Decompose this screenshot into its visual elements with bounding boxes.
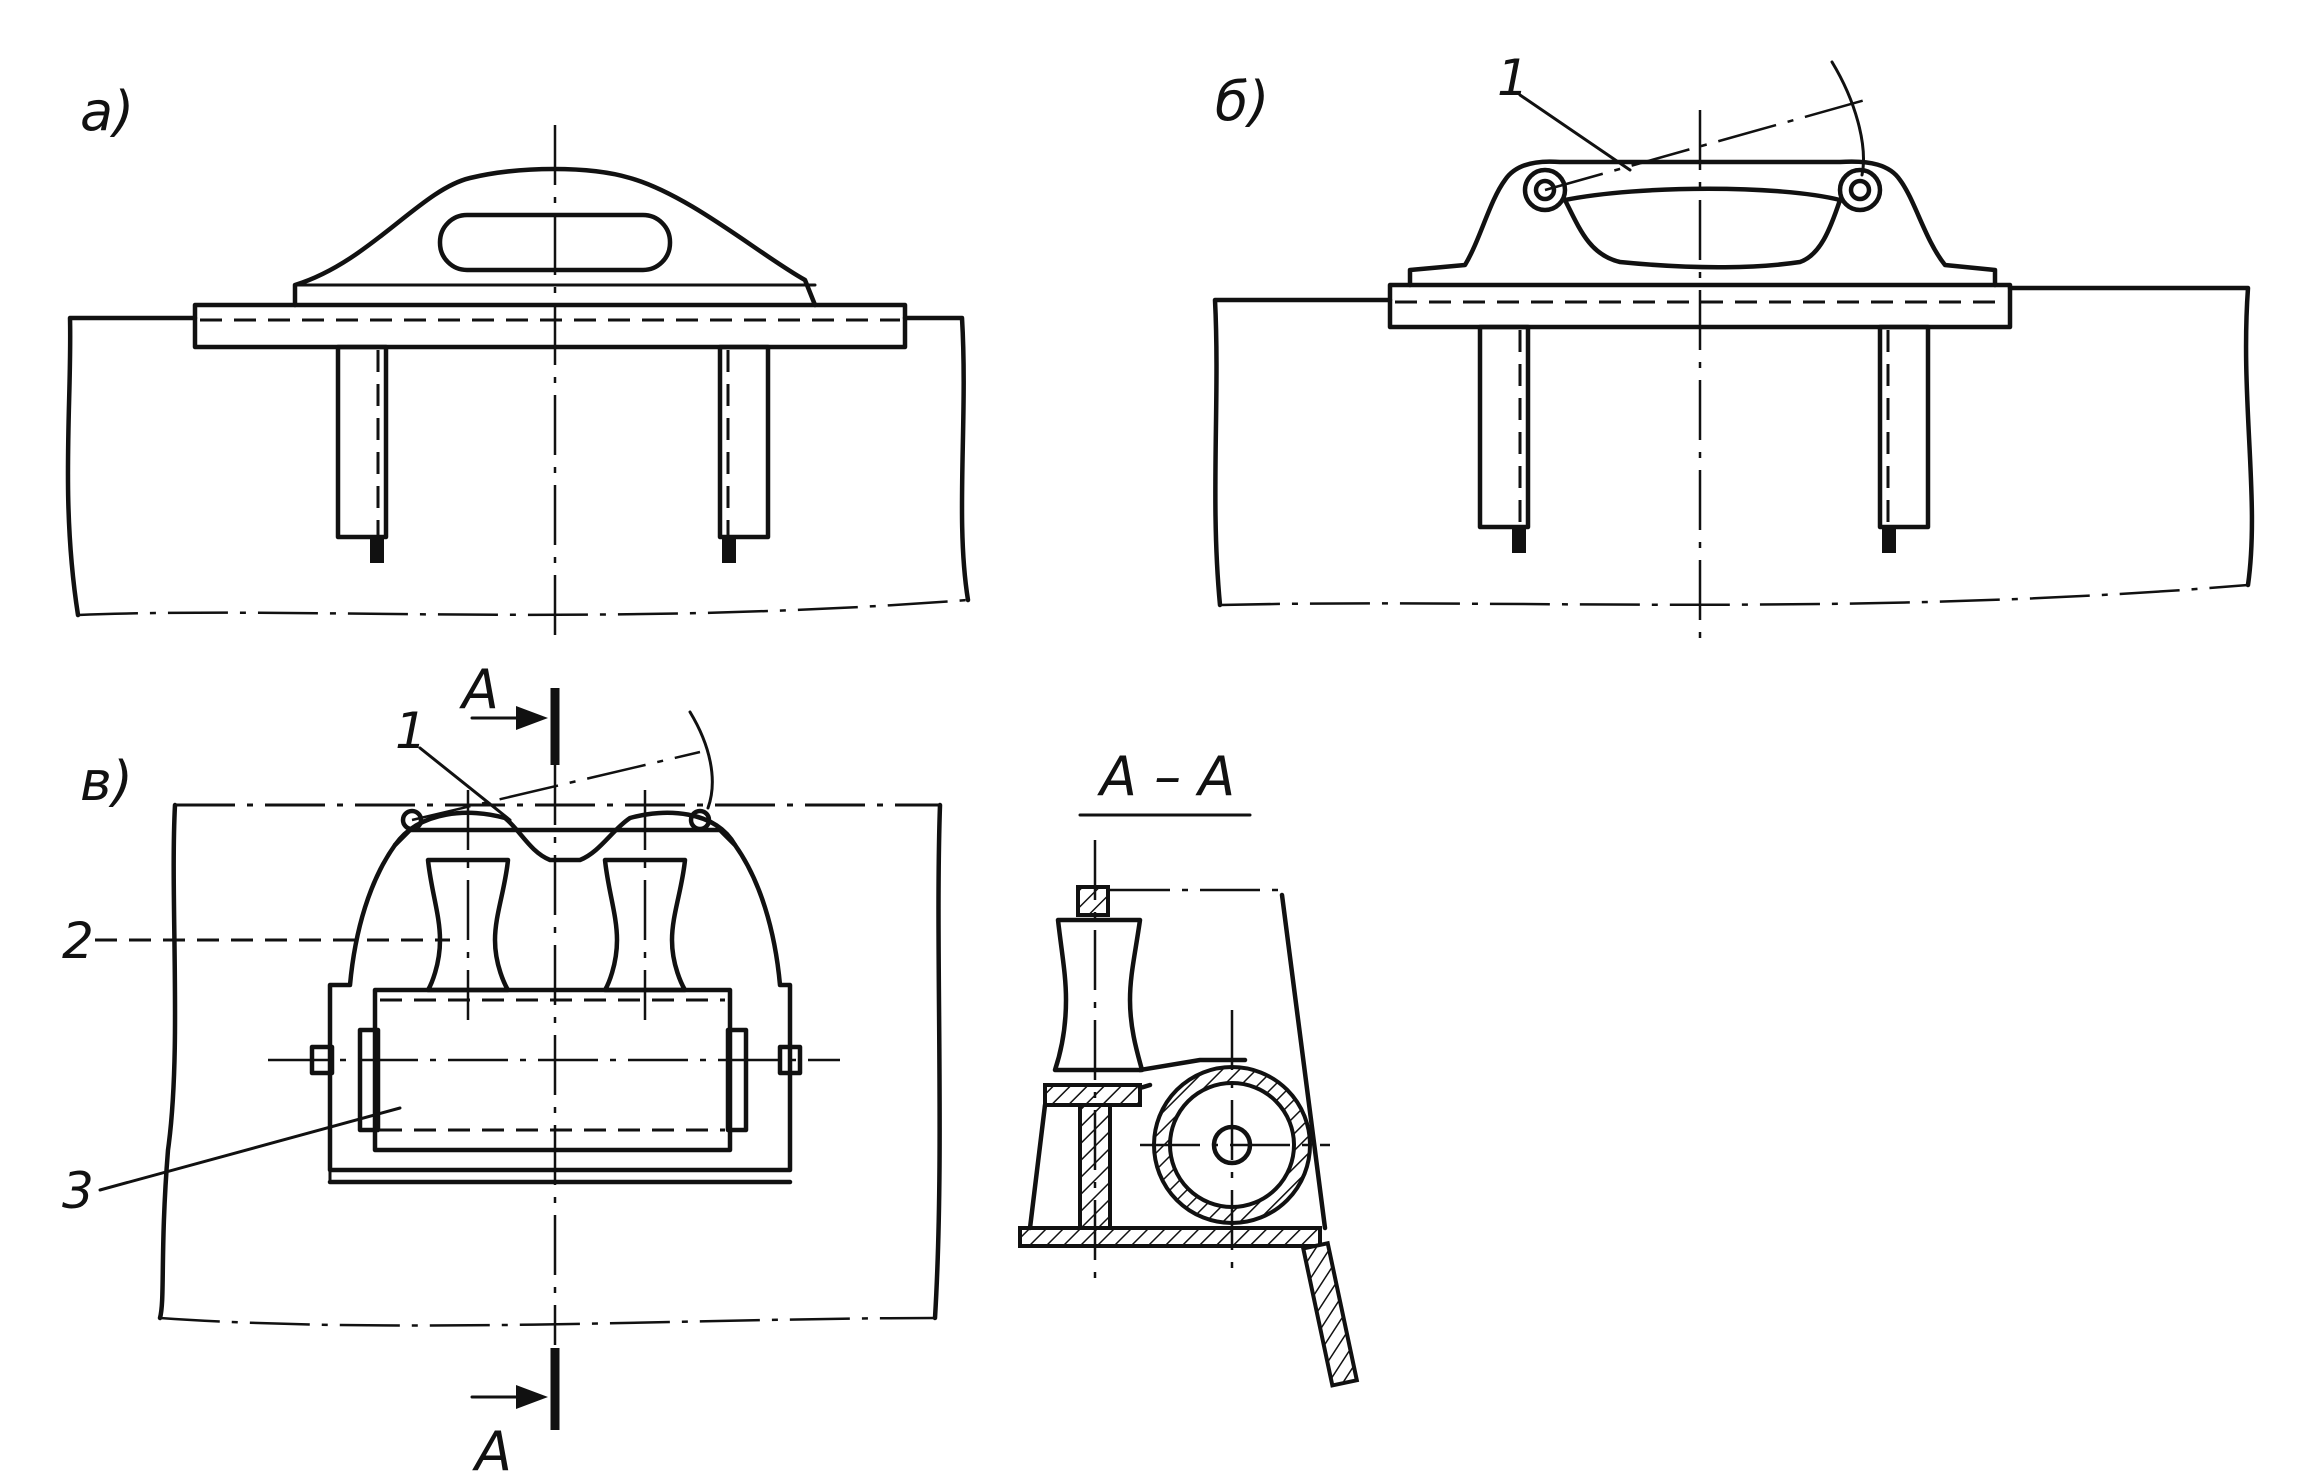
- view-a-base-plate: [192, 302, 908, 350]
- view-b-roller-gap: [1562, 186, 1843, 270]
- section-housing-side: [1279, 892, 1328, 1231]
- view-v-cover: [392, 810, 738, 863]
- view-b-right-stud: [1877, 324, 1931, 530]
- view-v-left-bearing: [357, 1027, 381, 1133]
- view-b-leader-1: [1518, 93, 1632, 172]
- view-v-right-nut: [777, 1044, 803, 1076]
- section-mark-bottom: А: [472, 1420, 512, 1482]
- view-b: б) 1: [1212, 49, 2255, 650]
- view-v-swing-arc: [688, 710, 714, 810]
- view-a-deck-outline: [65, 315, 971, 618]
- view-a: а): [65, 80, 971, 645]
- view-b-deck-outline: [1212, 285, 2255, 608]
- view-a-right-stud: [717, 344, 771, 540]
- view-b-left-stud: [1477, 324, 1531, 530]
- view-v-horizontal-roller: [372, 987, 733, 1153]
- view-a-label: а): [80, 80, 134, 143]
- section-bulwark-plate: [1300, 1240, 1360, 1388]
- section-vertical-roller: [1052, 917, 1145, 1073]
- view-a-left-stud: [335, 344, 389, 540]
- view-b-right-roller: [1837, 167, 1883, 213]
- view-b-swing-line: [1544, 98, 1866, 192]
- view-a-deck-break-line: [77, 598, 969, 617]
- view-v-deck-outline: [157, 802, 943, 1321]
- view-v-leader-1: [418, 746, 512, 822]
- view-v-callout-3: 3: [62, 1162, 94, 1220]
- view-b-label: б): [1215, 70, 1269, 133]
- view-v: в) А А 1 2: [62, 658, 943, 1482]
- section-housing-outline: [1027, 1057, 1248, 1231]
- section-a-a: А – А: [1018, 745, 1360, 1388]
- view-v-left-hinge: [400, 808, 424, 832]
- section-mark-top: А: [459, 658, 499, 721]
- section-base-plate: [1018, 1226, 1322, 1248]
- view-v-callout-2: 2: [62, 912, 94, 970]
- view-b-swing-arc: [1830, 60, 1865, 177]
- section-bracket-plate: [1043, 1083, 1142, 1107]
- view-b-fairlead-body: [1407, 159, 1998, 288]
- section-roller-pin: [1076, 885, 1110, 917]
- view-v-leader-3: [98, 1106, 402, 1192]
- view-a-fairlead-body: [292, 166, 818, 308]
- view-v-right-bearing: [725, 1027, 749, 1133]
- view-b-left-roller: [1522, 167, 1568, 213]
- view-b-deck-break-line: [1219, 583, 2249, 607]
- section-title: А – А: [1097, 745, 1235, 808]
- view-v-label: в): [80, 750, 133, 813]
- view-v-deck-break-line: [159, 1316, 936, 1327]
- view-v-right-hinge: [688, 808, 712, 832]
